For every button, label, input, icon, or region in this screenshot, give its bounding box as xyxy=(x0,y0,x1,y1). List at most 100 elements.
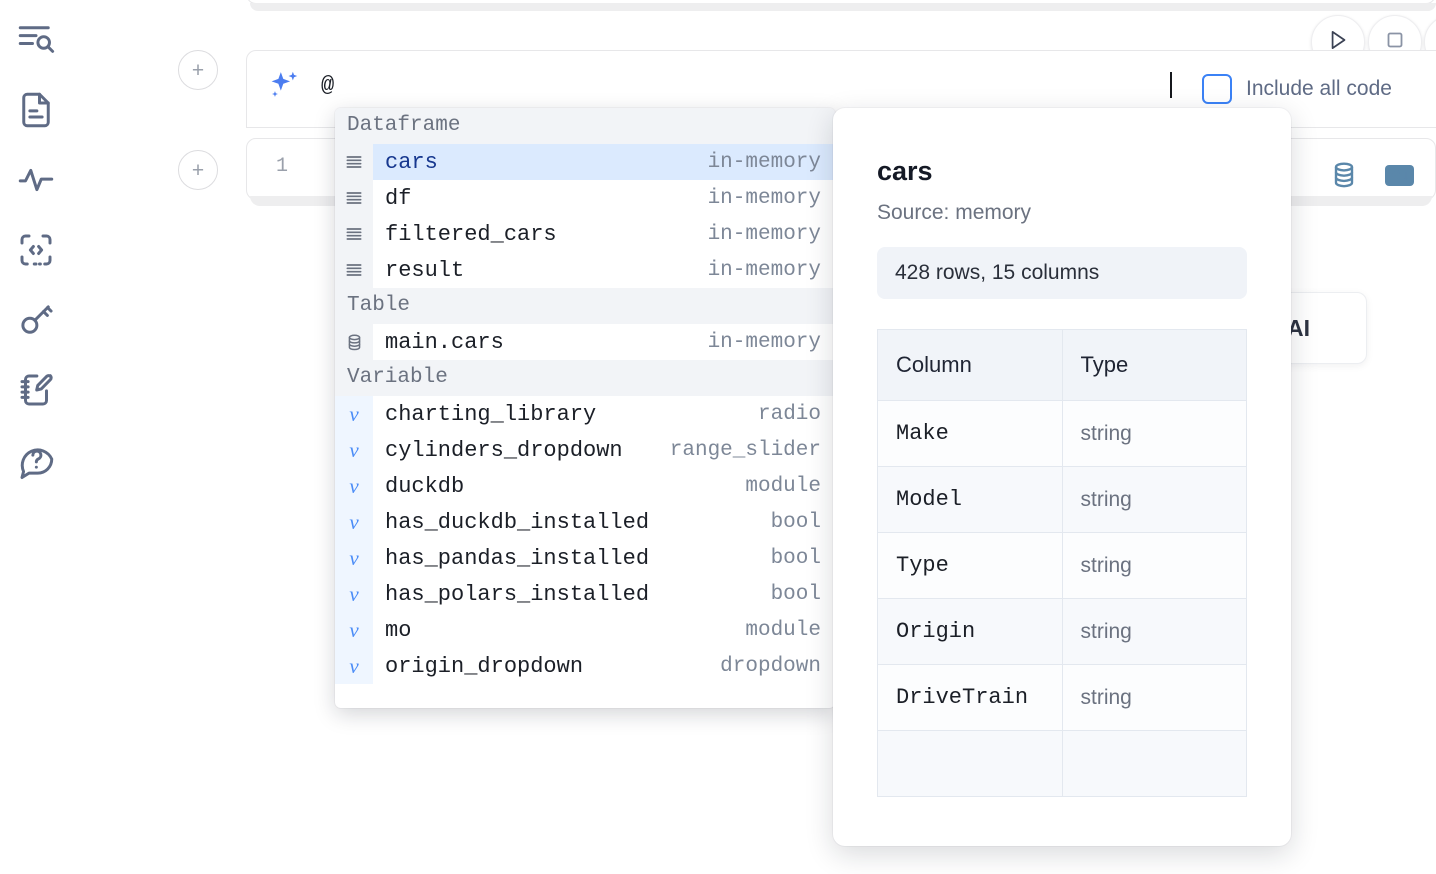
variable-autocomplete-dropdown[interactable]: Dataframe cars in-memory df in-memory xyxy=(335,108,835,708)
autocomplete-item-duckdb[interactable]: v duckdb module xyxy=(335,468,835,504)
column-header-column: Column xyxy=(877,329,1063,401)
autocomplete-item-type: bool xyxy=(770,582,821,606)
cell-column: Model xyxy=(877,466,1063,533)
sidebar-item-snippets[interactable] xyxy=(10,224,62,276)
variable-icon: v xyxy=(335,504,373,540)
variable-icon: v xyxy=(335,468,373,504)
sidebar-item-scratchpad[interactable] xyxy=(10,364,62,416)
autocomplete-item-main-cars[interactable]: main.cars in-memory xyxy=(335,324,835,360)
sparkles-icon xyxy=(247,51,321,129)
play-icon xyxy=(1325,27,1351,58)
autocomplete-item-type: bool xyxy=(770,546,821,570)
autocomplete-item-df[interactable]: df in-memory xyxy=(335,180,835,216)
cell-toolbar: M↓ xyxy=(1329,160,1414,190)
autocomplete-item-name: origin_dropdown xyxy=(385,653,584,679)
cell-column xyxy=(877,730,1063,797)
sidebar-item-secrets[interactable] xyxy=(10,294,62,346)
autocomplete-item-type: in-memory xyxy=(707,222,821,246)
cell-column: DriveTrain xyxy=(877,664,1063,731)
autocomplete-item-type: in-memory xyxy=(707,258,821,282)
autocomplete-item-has-duckdb-installed[interactable]: v has_duckdb_installed bool xyxy=(335,504,835,540)
cell-column: Type xyxy=(877,532,1063,599)
sidebar-item-file-search[interactable] xyxy=(10,14,62,66)
dataframe-icon xyxy=(335,252,373,288)
dataframe-icon xyxy=(335,216,373,252)
column-header-type: Type xyxy=(1061,329,1247,401)
table-row: Model string xyxy=(877,466,1247,533)
cell-column: Origin xyxy=(877,598,1063,665)
sidebar-item-dependencies[interactable] xyxy=(10,154,62,206)
stop-square-icon xyxy=(1383,28,1407,57)
autocomplete-item-filtered-cars[interactable]: filtered_cars in-memory xyxy=(335,216,835,252)
autocomplete-item-result[interactable]: result in-memory xyxy=(335,252,835,288)
autocomplete-item-type: in-memory xyxy=(707,150,821,174)
autocomplete-item-name: has_duckdb_installed xyxy=(385,509,650,535)
autocomplete-item-type: range_slider xyxy=(669,438,821,462)
sidebar-item-outline[interactable] xyxy=(10,84,62,136)
autocomplete-item-mo[interactable]: v mo module xyxy=(335,612,835,648)
autocomplete-item-cylinders-dropdown[interactable]: v cylinders_dropdown range_slider xyxy=(335,432,835,468)
table-row: DriveTrain string xyxy=(877,664,1247,731)
sidebar-item-help[interactable] xyxy=(10,434,62,486)
autocomplete-item-name: main.cars xyxy=(385,329,504,355)
plus-icon: + xyxy=(191,158,205,182)
autocomplete-section-header: Dataframe xyxy=(335,108,835,144)
table-header-row: Column Type xyxy=(877,329,1247,401)
cell-type xyxy=(1061,730,1247,797)
autocomplete-item-cars[interactable]: cars in-memory xyxy=(335,144,835,180)
table-row: Origin string xyxy=(877,598,1247,665)
markdown-icon[interactable]: M↓ xyxy=(1385,164,1414,186)
code-snippet-icon xyxy=(15,229,57,271)
autocomplete-item-name: filtered_cars xyxy=(385,221,557,247)
autocomplete-section-header: Variable xyxy=(335,360,835,396)
autocomplete-item-type: bool xyxy=(770,510,821,534)
dataframe-icon xyxy=(335,144,373,180)
autocomplete-item-name: charting_library xyxy=(385,401,597,427)
cell-type: string xyxy=(1061,664,1247,731)
table-row-clipped xyxy=(877,730,1247,797)
ai-prompt-input-wrap[interactable]: @ xyxy=(321,51,1172,129)
autocomplete-item-name: has_polars_installed xyxy=(385,581,650,607)
plus-icon: + xyxy=(191,58,205,82)
autocomplete-item-name: cylinders_dropdown xyxy=(385,437,623,463)
text-caret xyxy=(1170,72,1172,98)
autocomplete-item-name: duckdb xyxy=(385,473,465,499)
cell-type: string xyxy=(1061,466,1247,533)
dataframe-icon xyxy=(335,180,373,216)
database-icon[interactable] xyxy=(1329,160,1359,190)
document-icon xyxy=(15,89,57,131)
variable-icon: v xyxy=(335,612,373,648)
variable-icon: v xyxy=(335,432,373,468)
autocomplete-item-name: cars xyxy=(385,149,438,175)
include-all-code-checkbox[interactable] xyxy=(1202,74,1232,104)
notebook-edit-icon xyxy=(15,369,57,411)
documentation-panel: cars Source: memory 428 rows, 15 columns… xyxy=(833,108,1291,846)
table-row: Make string xyxy=(877,400,1247,467)
activity-icon xyxy=(15,159,57,201)
file-search-icon xyxy=(15,19,57,61)
autocomplete-item-has-polars-installed[interactable]: v has_polars_installed bool xyxy=(335,576,835,612)
sidebar-rail xyxy=(0,0,72,874)
variable-icon: v xyxy=(335,396,373,432)
autocomplete-item-type: radio xyxy=(757,402,821,426)
autocomplete-item-name: mo xyxy=(385,617,412,643)
doc-shape-badge: 428 rows, 15 columns xyxy=(877,247,1247,299)
variable-icon: v xyxy=(335,576,373,612)
add-cell-button-top[interactable]: + xyxy=(178,50,218,90)
ai-prompt-input[interactable]: @ xyxy=(321,72,335,98)
autocomplete-item-type: in-memory xyxy=(707,330,821,354)
autocomplete-item-type: in-memory xyxy=(707,186,821,210)
variable-icon: v xyxy=(335,648,373,684)
autocomplete-item-type: dropdown xyxy=(720,654,821,678)
autocomplete-item-has-pandas-installed[interactable]: v has_pandas_installed bool xyxy=(335,540,835,576)
autocomplete-item-origin-dropdown[interactable]: v origin_dropdown dropdown xyxy=(335,648,835,684)
add-cell-button-bottom[interactable]: + xyxy=(178,150,218,190)
autocomplete-item-name: result xyxy=(385,257,465,283)
include-all-code-label: Include all code xyxy=(1246,77,1392,100)
database-icon xyxy=(335,324,373,360)
doc-schema-table: Column Type Make string Model string Typ… xyxy=(877,329,1247,797)
cell-type: string xyxy=(1061,532,1247,599)
table-row: Type string xyxy=(877,532,1247,599)
autocomplete-item-charting-library[interactable]: v charting_library radio xyxy=(335,396,835,432)
